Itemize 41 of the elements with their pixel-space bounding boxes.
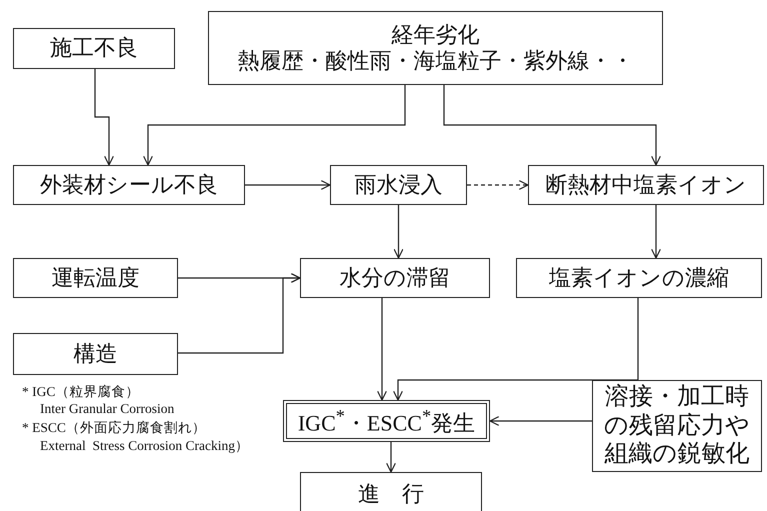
arrow bbox=[94, 69, 114, 166]
cause-box bbox=[13, 28, 175, 69]
node-text: 外装材シール不良 bbox=[40, 172, 218, 198]
footnote: * IGC（粒界腐食） bbox=[22, 383, 140, 401]
cause-box bbox=[592, 380, 762, 472]
footnote: External Stress Corrosion Cracking） bbox=[40, 437, 249, 455]
cause-box bbox=[330, 165, 467, 205]
node-text: 構造 bbox=[74, 340, 118, 368]
node-text: 塩素イオンの濃縮 bbox=[549, 264, 729, 292]
node-text: 運転温度 bbox=[52, 264, 140, 292]
node-text: IGC$^{*}$・ESCC$^{*}$発生 bbox=[298, 406, 476, 436]
arrow bbox=[178, 272, 301, 354]
cause-box bbox=[300, 258, 490, 298]
footnote: Inter Granular Corrosion bbox=[40, 401, 174, 417]
cause-box bbox=[13, 258, 178, 298]
arrow bbox=[386, 442, 396, 473]
cause-box bbox=[516, 258, 762, 298]
arrow bbox=[650, 205, 662, 259]
node-text: 水分の滞留 bbox=[340, 264, 450, 292]
cause-box bbox=[208, 11, 663, 85]
node-text: 溶接・加工時の残留応力や組織の鋭敏化 bbox=[603, 382, 751, 470]
arrow bbox=[393, 205, 404, 259]
node-text: 施工不良 bbox=[50, 35, 138, 62]
arrow bbox=[376, 298, 388, 401]
arrow bbox=[142, 85, 406, 166]
node-text: 経年劣化 bbox=[392, 22, 480, 48]
cause-box bbox=[300, 472, 482, 511]
cause-box bbox=[13, 165, 245, 205]
arrow bbox=[467, 180, 529, 190]
arrow bbox=[245, 180, 331, 190]
node-text: 雨水浸入 bbox=[354, 172, 442, 198]
node-text: 進 行 bbox=[358, 481, 424, 508]
arrow bbox=[489, 416, 592, 426]
cause-box bbox=[528, 165, 764, 205]
node-text: 断熱材中塩素イオン bbox=[546, 172, 746, 198]
result-box bbox=[283, 400, 490, 442]
node-text: 熱履歴・酸性雨・海塩粒子・紫外線・・ bbox=[238, 48, 634, 74]
footnote: * ESCC（外面応力腐食割れ） bbox=[22, 419, 206, 437]
arrow bbox=[443, 85, 662, 166]
cause-box bbox=[13, 333, 178, 375]
arrow bbox=[392, 298, 639, 401]
